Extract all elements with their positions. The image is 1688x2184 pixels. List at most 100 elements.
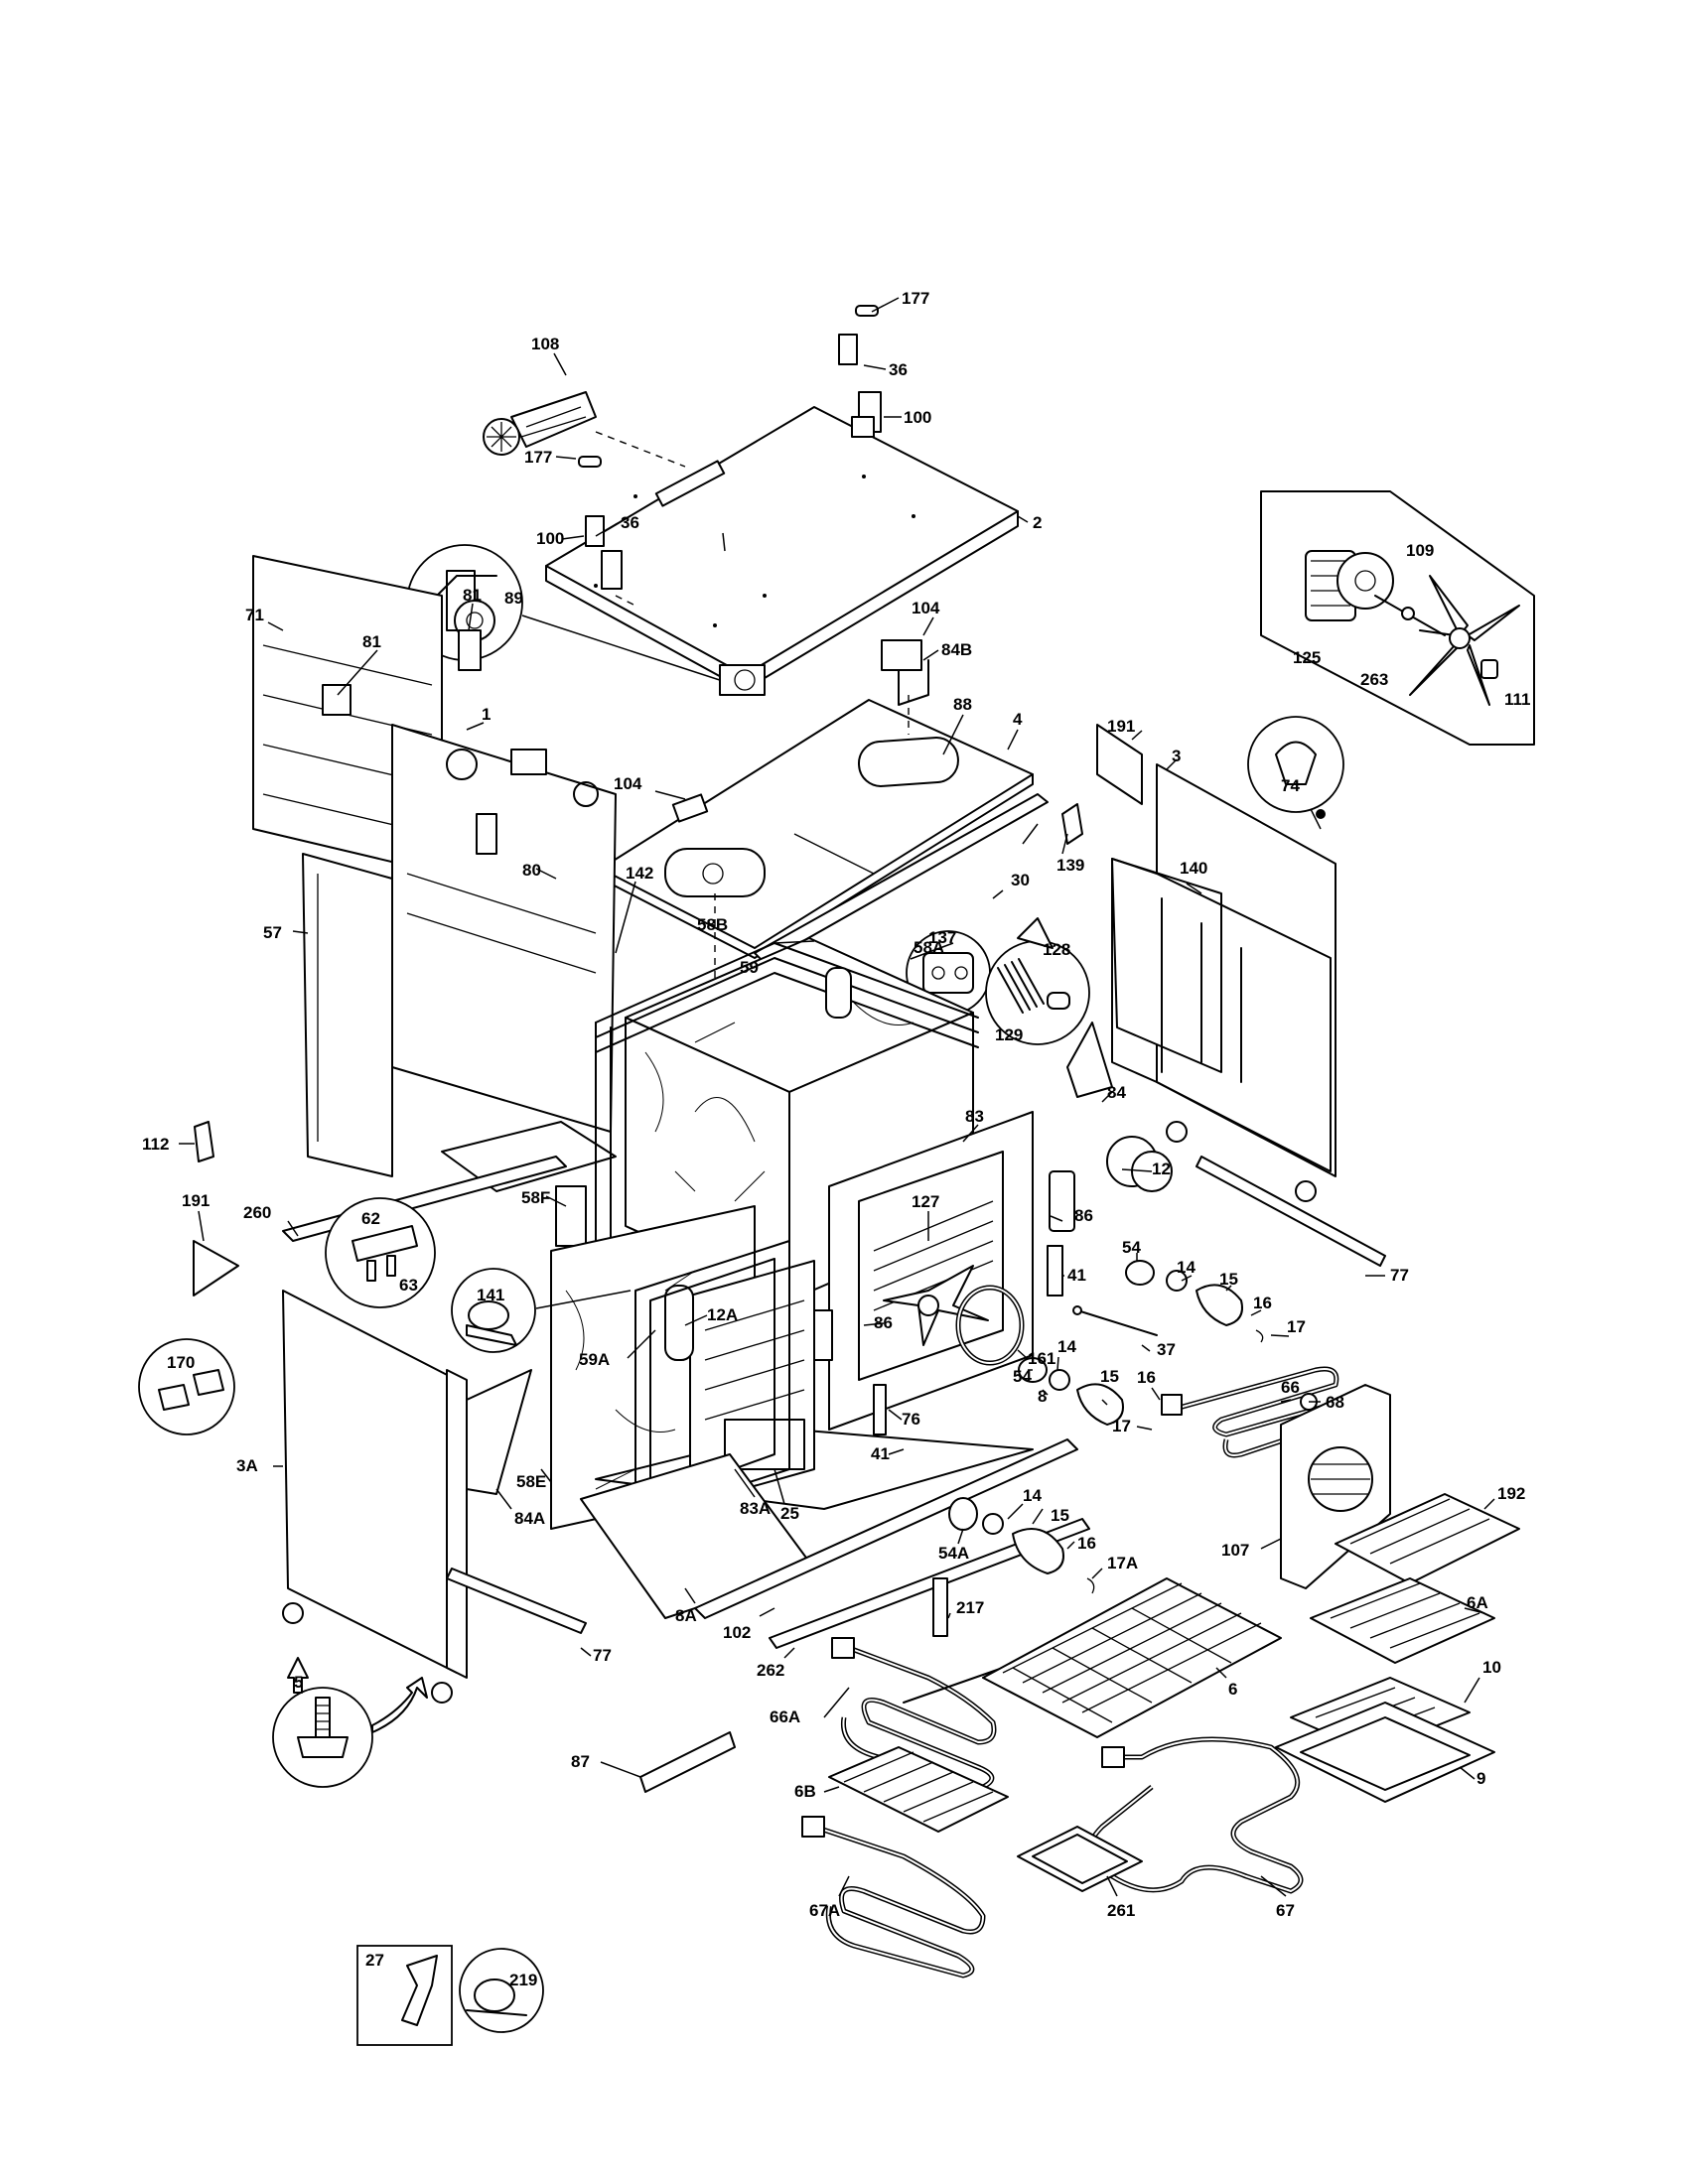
label-76: 76 [902,1410,920,1429]
label-58E: 58E [516,1472,546,1491]
label-81-top: 81 [463,586,482,605]
label-67A: 67A [809,1901,840,1920]
bracket-84A [466,1369,532,1495]
label-177-top: 177 [902,289,929,308]
label-30: 30 [1011,871,1030,889]
label-84: 84 [1107,1083,1126,1102]
insulation-wrap-142 [595,1022,612,1267]
lamp-assembly-low [948,1497,1095,1594]
latch-86-mid [813,1309,833,1361]
probe-37 [1072,1305,1158,1336]
label-127: 127 [912,1192,939,1211]
label-68: 68 [1326,1393,1344,1412]
hinge-bracket-top [838,305,882,438]
callout-128-129-spring [985,917,1090,1045]
label-17-top: 17 [1287,1317,1306,1336]
label-141: 141 [477,1286,504,1304]
label-17-mid: 17 [1112,1417,1131,1435]
rack-6A [1310,1577,1495,1664]
label-6: 6 [1228,1680,1237,1699]
label-54-top: 54 [1122,1238,1141,1257]
label-12: 12 [1152,1160,1171,1178]
label-37: 37 [1157,1340,1176,1359]
label-4: 4 [1013,710,1023,729]
label-36-top: 36 [889,360,908,379]
rail-102 [694,1438,1078,1619]
label-77-right: 77 [1390,1266,1409,1285]
label-57: 57 [263,923,282,942]
label-15-mid: 15 [1100,1367,1119,1386]
label-54A: 54A [938,1544,969,1563]
label-84B: 84B [941,640,972,659]
side-bracket-191 [1096,724,1143,805]
part-number-labels: 177 36 100 108 177 100 36 2 89 104 84B 1… [142,289,1531,1989]
bracket-87 [639,1731,736,1793]
label-3: 3 [1172,747,1181,765]
label-6B: 6B [794,1782,816,1801]
bracket-81 [458,629,482,671]
label-59: 59 [740,958,759,977]
oven-rack-6 [982,1577,1282,1738]
label-67: 67 [1276,1901,1295,1920]
broiler-pan-9 [1275,1702,1495,1803]
callout-170-pads [138,1338,235,1435]
label-139: 139 [1056,856,1084,875]
label-109: 109 [1406,541,1434,560]
label-14-low: 14 [1023,1486,1042,1505]
leader-lines [179,297,1495,1897]
label-59A: 59A [579,1350,610,1369]
label-77-left: 77 [593,1646,612,1665]
cooling-fan-blower [483,391,597,456]
element-66A [831,1637,1004,1790]
label-86-right: 86 [1074,1206,1093,1225]
oven-rack-6B [828,1746,1009,1833]
label-104-top: 104 [912,599,940,617]
element-67A [801,1816,986,1979]
label-16-mid: 16 [1137,1368,1156,1387]
back-panel-1 [391,724,617,1133]
callout-141-thermostat [451,1268,536,1353]
label-15-top: 15 [1219,1270,1238,1289]
broil-pan-261 [1017,1826,1143,1892]
label-219: 219 [509,1971,537,1989]
label-261: 261 [1107,1901,1135,1920]
label-62: 62 [361,1209,380,1228]
label-112: 112 [142,1135,169,1154]
label-58B: 58B [697,915,728,934]
label-10: 10 [1482,1658,1501,1677]
label-263: 263 [1360,670,1388,689]
label-140: 140 [1180,859,1207,878]
label-89: 89 [504,589,523,608]
label-161: 161 [1028,1349,1055,1368]
left-side-panel [282,1290,468,1704]
rail-262 [769,1518,1090,1649]
bracket-217 [932,1577,948,1637]
callout-74-knob [1247,716,1344,813]
label-88: 88 [953,695,972,714]
label-87: 87 [571,1752,590,1771]
label-217: 217 [956,1598,984,1617]
rail-77-right [1196,1156,1386,1267]
label-58A: 58A [914,938,944,957]
rail-77-left [446,1568,587,1634]
label-41-top: 41 [1067,1266,1086,1285]
label-80: 80 [522,861,541,880]
label-5: 5 [294,1673,303,1692]
label-100-left: 100 [536,529,564,548]
oven-front-frame [828,1111,1034,1431]
label-191-top: 191 [1107,717,1135,736]
label-3A: 3A [236,1456,258,1475]
label-12A: 12A [707,1305,738,1324]
label-111: 111 [1504,690,1531,709]
label-16-top: 16 [1253,1294,1272,1312]
right-side-panel [1111,763,1336,1202]
label-260: 260 [243,1203,271,1222]
label-192: 192 [1497,1484,1525,1503]
label-108: 108 [531,335,559,353]
label-1: 1 [482,705,491,724]
label-104-left: 104 [614,774,642,793]
label-102: 102 [723,1623,751,1642]
label-41-mid: 41 [871,1444,890,1463]
element-67 [1086,1736,1304,1894]
